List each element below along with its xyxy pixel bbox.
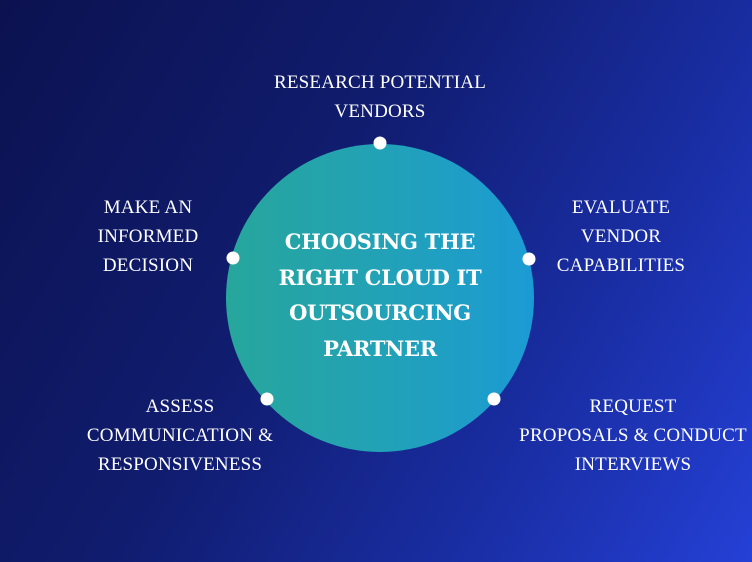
step-dot-request <box>487 392 501 406</box>
label-line: RESPONSIVENESS <box>97 454 263 475</box>
label-line: VENDORS <box>334 101 426 122</box>
label-line: VENDOR <box>580 226 662 247</box>
label-line: CAPABILITIES <box>556 255 686 276</box>
label-line: INFORMED <box>97 226 199 247</box>
step-label-request: REQUEST PROPOSALS & CONDUCT INTERVIEWS <box>483 392 752 479</box>
step-label-research: RESEARCH POTENTIAL VENDORS <box>230 68 530 126</box>
central-title-line: OUTSOURCING <box>289 300 471 325</box>
central-title-line: RIGHT CLOUD IT <box>278 264 482 290</box>
central-title: CHOOSING THE RIGHT CLOUD IT OUTSOURCING … <box>226 224 534 366</box>
label-line: RESEARCH POTENTIAL <box>273 72 487 93</box>
label-line: EVALUATE <box>571 197 671 218</box>
step-dot-evaluate <box>522 252 536 266</box>
central-circle <box>226 144 534 452</box>
label-line: COMMUNICATION & <box>86 425 274 446</box>
label-line: REQUEST <box>589 396 677 417</box>
label-line: PROPOSALS & CONDUCT <box>519 425 747 446</box>
step-label-evaluate: EVALUATE VENDOR CAPABILITIES <box>471 193 752 280</box>
central-title-line: CHOOSING THE <box>284 229 476 254</box>
step-label-assess: ASSESS COMMUNICATION & RESPONSIVENESS <box>30 392 330 479</box>
step-dot-decide <box>226 251 240 265</box>
label-line: MAKE AN <box>103 197 193 218</box>
label-line: ASSESS <box>145 396 215 417</box>
step-dot-assess <box>260 392 274 406</box>
central-title-line: PARTNER <box>323 335 437 361</box>
step-label-decide: MAKE AN INFORMED DECISION <box>0 193 298 280</box>
label-line: INTERVIEWS <box>574 454 692 475</box>
step-dot-research <box>373 136 387 150</box>
label-line: DECISION <box>102 255 194 276</box>
